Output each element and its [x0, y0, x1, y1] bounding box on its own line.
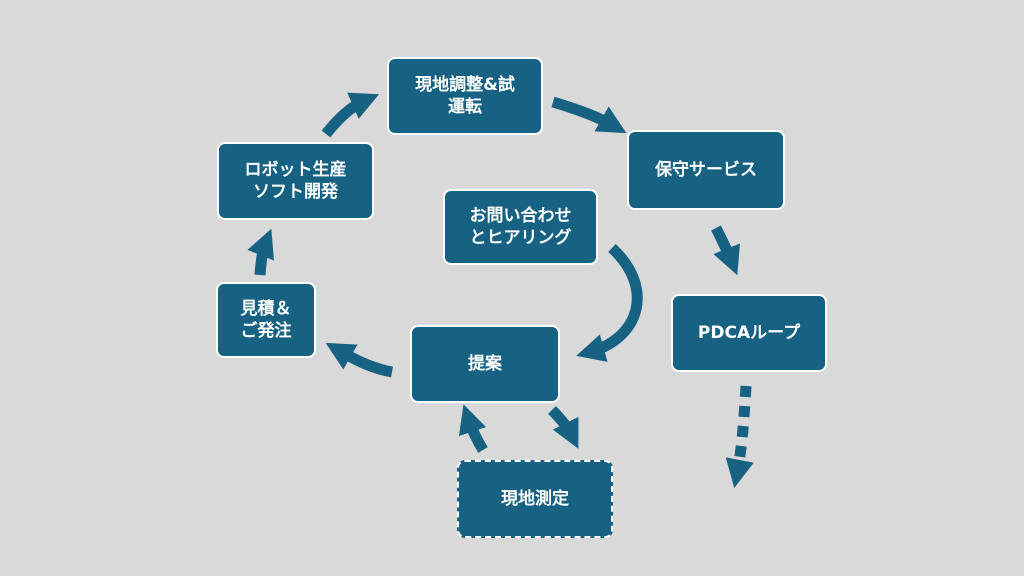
- node-estimate-order-label: 見積＆ ご発注: [240, 298, 292, 341]
- arrow-site-measurement-to-proposal: [458, 404, 488, 453]
- arrow-inquiry-to-proposal: [576, 243, 643, 362]
- node-maintenance: 保守サービス: [627, 130, 785, 210]
- arrow-maintenance-to-pdca: [711, 225, 740, 276]
- node-proposal-label: 提案: [468, 353, 502, 374]
- node-pdca-loop-label: PDCAループ: [697, 322, 801, 343]
- node-proposal: 提案: [410, 325, 560, 403]
- node-site-adjustment-label: 現地調整&試 運転: [415, 74, 515, 117]
- node-pdca-loop: PDCAループ: [671, 294, 827, 372]
- arrow-estimate-to-robot: [247, 228, 274, 276]
- node-inquiry: お問い合わせ とヒアリング: [443, 189, 598, 265]
- node-robot-production: ロボット生産 ソフト開発: [217, 142, 374, 220]
- arrow-robot-to-site-adjustment: [321, 92, 380, 138]
- arrow-proposal-to-site-measurement: [548, 406, 579, 449]
- node-estimate-order: 見積＆ ご発注: [216, 282, 316, 358]
- arrow-pdca-continuation: [725, 385, 754, 489]
- node-site-measurement: 現地測定: [457, 460, 613, 538]
- arrow-site-adjustment-to-maintenance: [551, 96, 627, 134]
- arrow-proposal-to-estimate: [325, 342, 394, 378]
- node-inquiry-label: お問い合わせ とヒアリング: [469, 205, 572, 248]
- node-maintenance-label: 保守サービス: [655, 159, 757, 180]
- node-robot-production-label: ロボット生産 ソフト開発: [244, 159, 347, 202]
- node-site-adjustment: 現地調整&試 運転: [387, 57, 543, 135]
- node-site-measurement-label: 現地測定: [501, 488, 569, 509]
